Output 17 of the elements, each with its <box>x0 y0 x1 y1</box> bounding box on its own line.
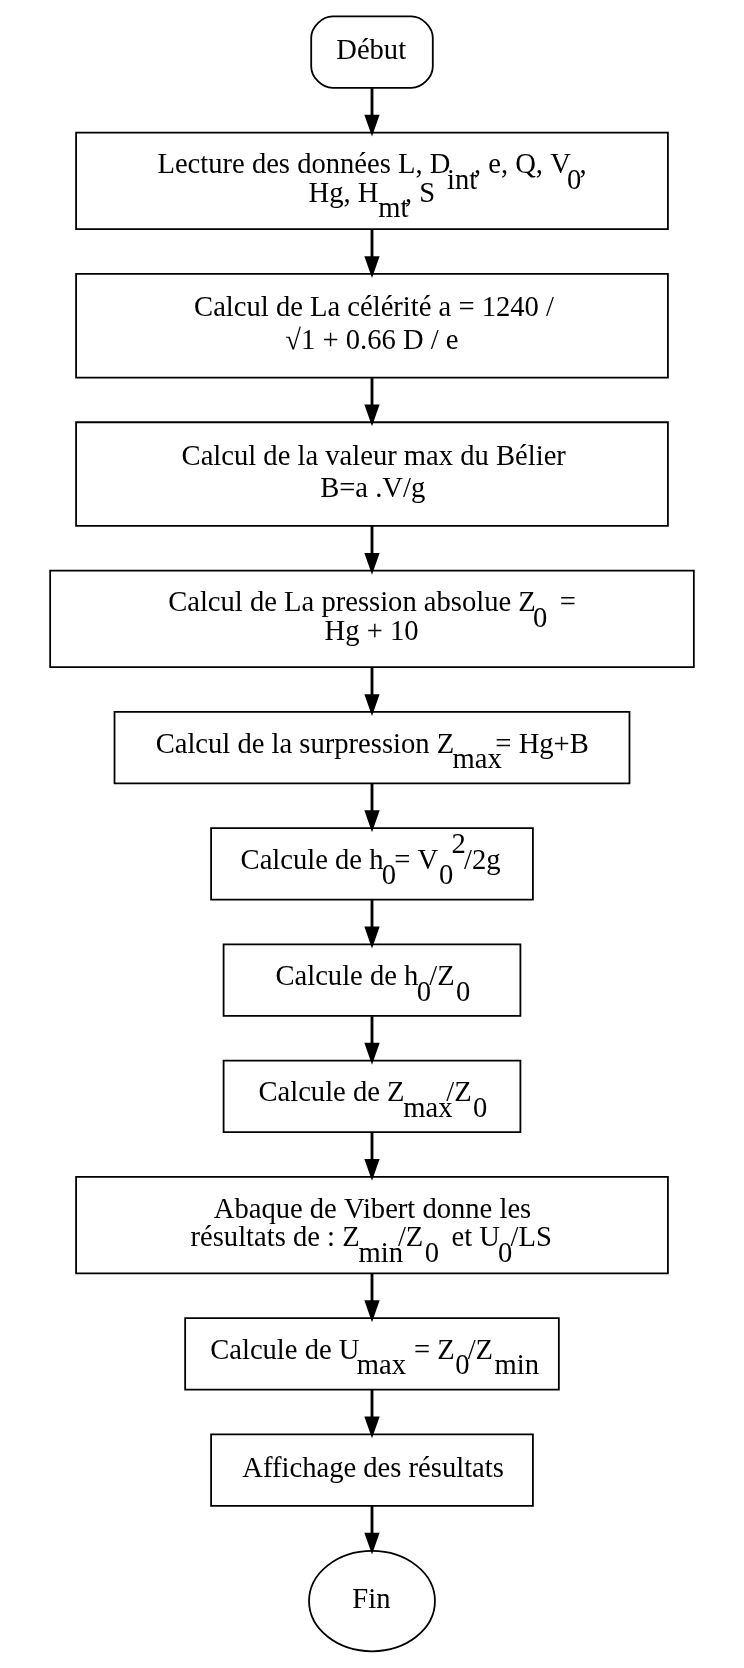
node-box: Calcul de La célérité a = 1240 / √1 + 0.66 D / e <box>75 272 669 379</box>
arrow <box>364 378 380 427</box>
node-box: Affichage des résultats <box>210 1433 534 1507</box>
arrow <box>364 1273 380 1323</box>
node-ellipse: Fin <box>308 1550 436 1653</box>
arrow <box>364 1505 380 1555</box>
arrow <box>364 1132 380 1181</box>
arrow <box>364 229 380 278</box>
node-box: Début <box>310 15 434 89</box>
arrow <box>364 783 380 833</box>
arrow <box>364 900 380 949</box>
arrow <box>364 526 380 575</box>
arrow <box>364 1390 380 1439</box>
arrow <box>364 1016 380 1065</box>
node-box: Calcul de la valeur max du Bélier B=a .V/g <box>75 421 669 527</box>
arrow <box>364 667 380 717</box>
arrow <box>364 88 380 137</box>
